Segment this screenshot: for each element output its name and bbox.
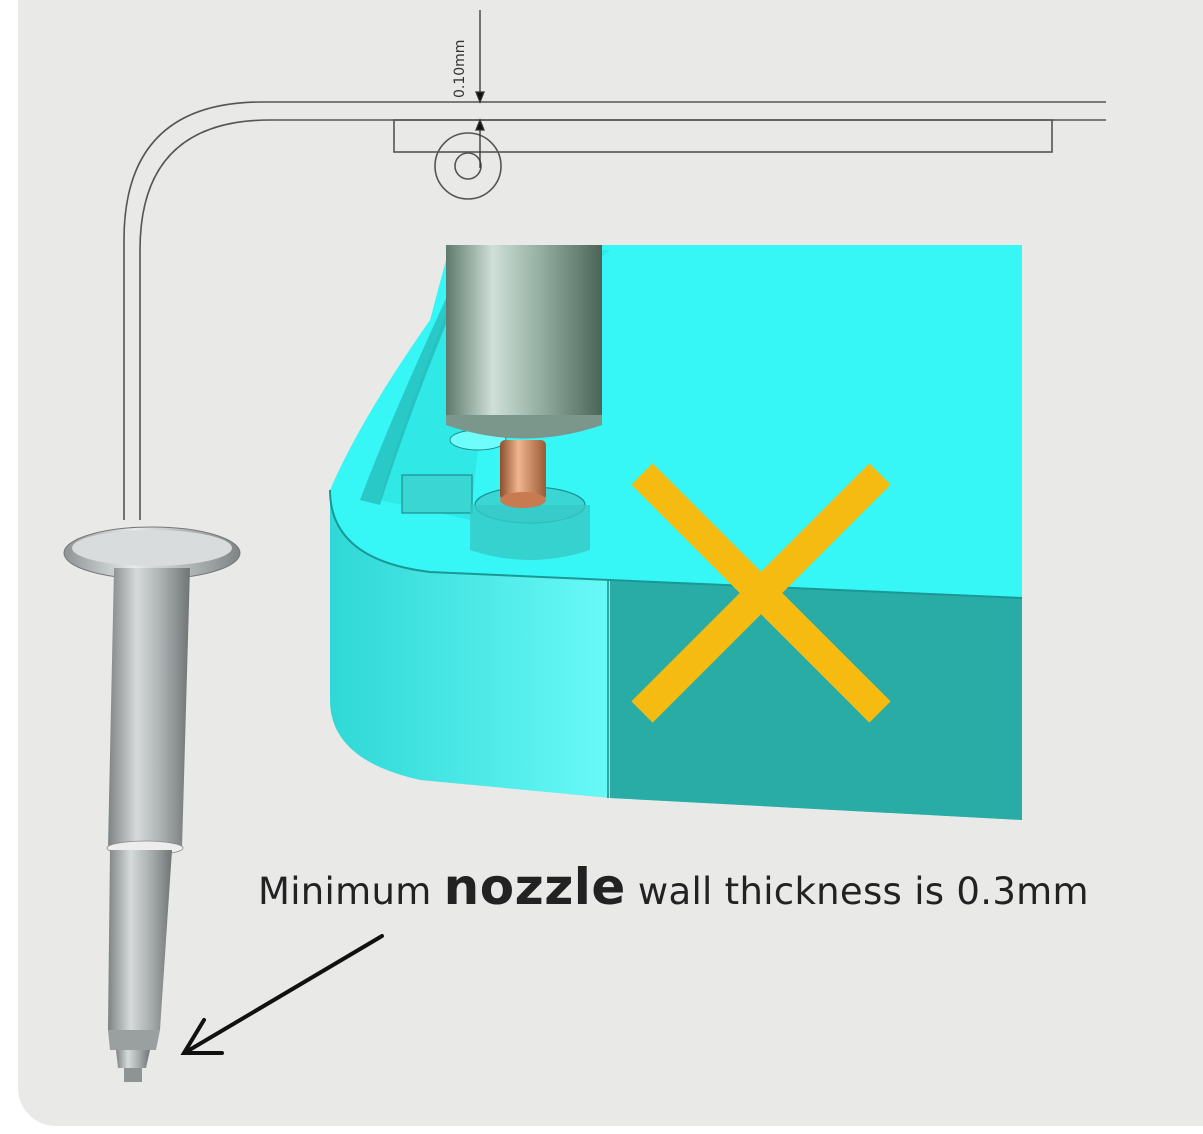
cross-mark-icon bbox=[631, 463, 891, 723]
dimension-marker bbox=[475, 10, 485, 168]
nozzle-body bbox=[446, 245, 602, 508]
caption-emphasis: nozzle bbox=[443, 858, 626, 916]
plate-outline bbox=[393, 119, 1053, 153]
dimension-label: 0.10mm bbox=[452, 39, 468, 98]
caption-prefix: Minimum bbox=[258, 870, 444, 913]
runner-outline bbox=[123, 101, 1106, 520]
gate-detail bbox=[434, 132, 502, 200]
caption: Minimum nozzle wall thickness is 0.3mm bbox=[258, 858, 1188, 916]
nozzle-part bbox=[63, 526, 241, 1082]
mold-cavity bbox=[329, 245, 1023, 820]
arrow-icon bbox=[180, 934, 384, 1055]
caption-suffix: wall thickness is 0.3mm bbox=[625, 870, 1089, 913]
